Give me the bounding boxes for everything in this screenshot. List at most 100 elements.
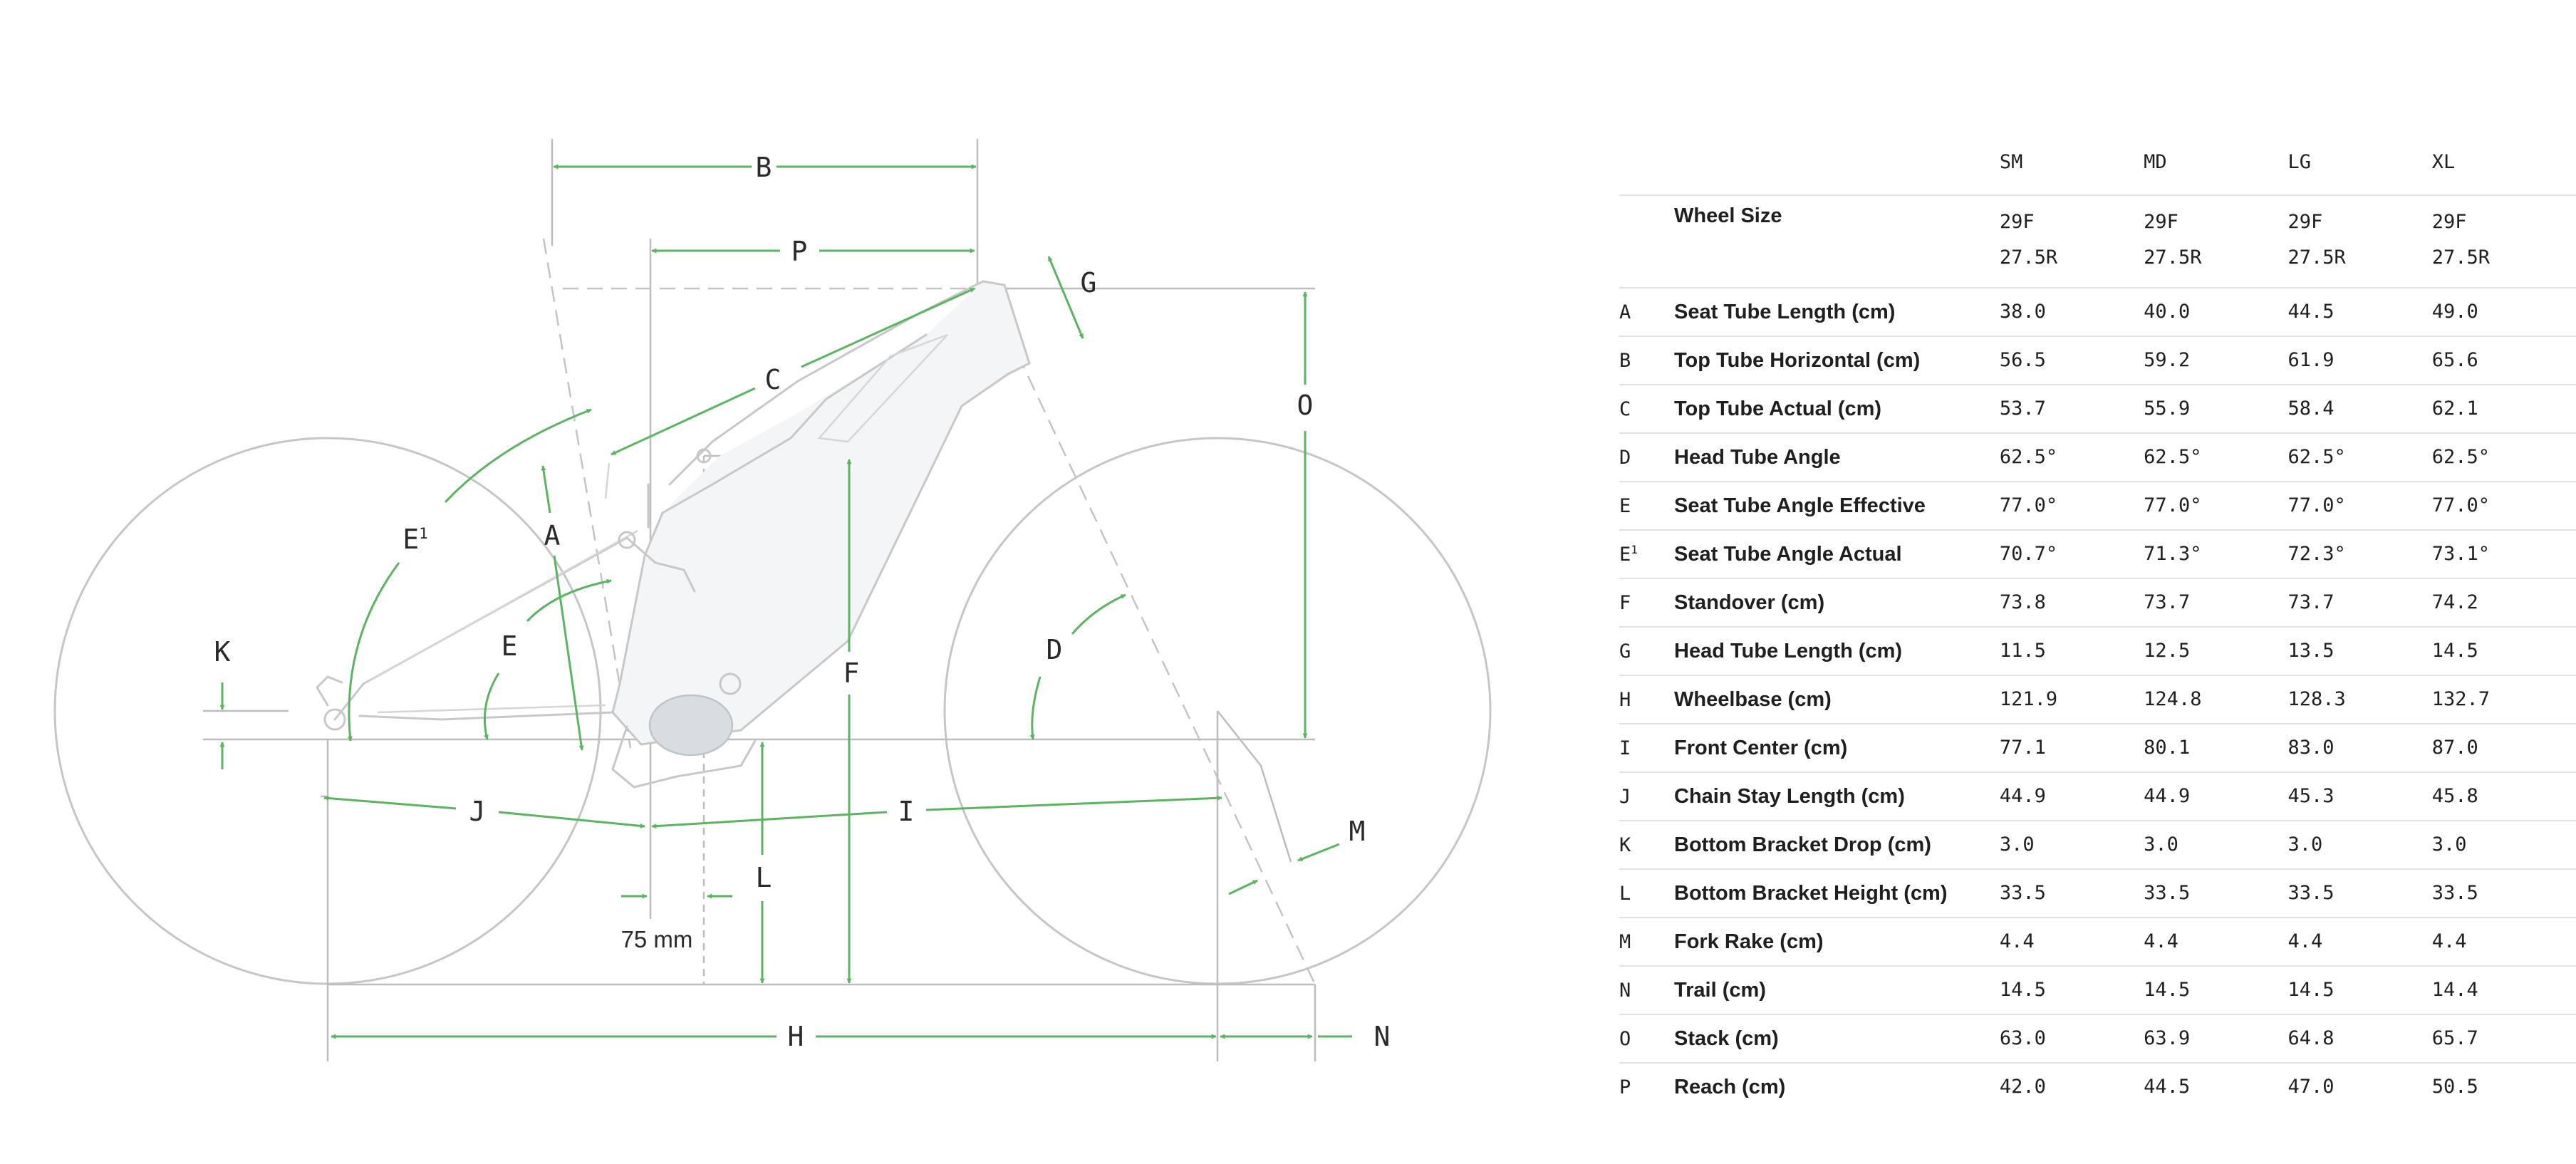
param-value: 12.5 <box>2144 640 2191 662</box>
param-value: 70.7° <box>1999 543 2058 565</box>
dim-label-h: H <box>788 1021 804 1052</box>
size-header-xl: XL <box>2431 151 2456 173</box>
bike-frame <box>316 280 1031 789</box>
param-value: 63.0 <box>1999 1027 2046 1049</box>
dimension-labels: B P C G O F A E1 E D K J I L M H N 75 mm <box>214 152 1391 1052</box>
param-value: 73.7 <box>2144 591 2191 613</box>
param-name: Seat Tube Angle Effective <box>1674 494 1926 517</box>
param-value: 128.3 <box>2287 688 2346 710</box>
param-name: Head Tube Length (cm) <box>1674 639 1903 662</box>
param-value: 62.5° <box>2287 446 2346 468</box>
dim-label-a: A <box>544 520 561 551</box>
param-value: 77.0° <box>2144 494 2202 516</box>
dim-label-b: B <box>756 152 772 183</box>
param-value: 13.5 <box>2287 640 2334 662</box>
param-letter: G <box>1619 640 1631 662</box>
param-name: Trail (cm) <box>1674 978 1766 1002</box>
dim-label-i: I <box>898 796 915 827</box>
param-value: 62.1 <box>2431 397 2478 420</box>
param-value: 56.5 <box>1999 349 2046 371</box>
param-value: 3.0 <box>2431 833 2467 856</box>
param-value: 44.5 <box>2287 301 2334 323</box>
size-header-md: MD <box>2144 151 2167 173</box>
param-value: 62.5° <box>2144 446 2202 468</box>
dim-label-g: G <box>1081 267 1097 298</box>
param-value: 77.0° <box>2431 494 2490 516</box>
param-name: Wheel Size <box>1674 204 1782 227</box>
param-value: 73.1° <box>2431 543 2490 565</box>
param-letter: H <box>1619 688 1631 711</box>
param-letter: A <box>1619 301 1631 323</box>
param-value: 40.0 <box>2144 301 2191 323</box>
param-value: 11.5 <box>1999 640 2046 662</box>
param-value: 62.5° <box>2431 446 2490 468</box>
bike-geometry-diagram: B P C G O F A E1 E D K J I L M H N 75 mm <box>53 139 1492 1061</box>
param-value: 3.0 <box>2144 833 2178 856</box>
param-value: 38.0 <box>1999 301 2046 323</box>
param-value: 77.1 <box>1999 737 2046 759</box>
param-value: 62.5° <box>1999 446 2058 468</box>
param-name: Top Tube Horizontal (cm) <box>1674 348 1921 372</box>
param-name: Top Tube Actual (cm) <box>1674 397 1882 420</box>
size-header-row: SM MD LG XL <box>1619 135 2576 195</box>
param-value: 53.7 <box>1999 397 2046 420</box>
param-value: 63.9 <box>2144 1027 2191 1049</box>
param-letter: P <box>1619 1076 1631 1098</box>
dim-label-o: O <box>1297 390 1314 421</box>
param-value: 3.0 <box>2287 833 2323 856</box>
param-value: 3.0 <box>1999 833 2035 856</box>
dim-label-k: K <box>214 636 231 667</box>
param-value: 4.4 <box>2287 930 2323 952</box>
param-name: Seat Tube Angle Actual <box>1674 542 1902 566</box>
param-value: 77.0° <box>1999 494 2058 516</box>
param-value: 44.9 <box>1999 785 2046 807</box>
param-value: 4.4 <box>2144 930 2178 952</box>
dim-label-e1: E1 <box>402 524 428 555</box>
param-name: Wheelbase (cm) <box>1674 687 1832 711</box>
dim-label-l: L <box>756 862 772 893</box>
dim-label-m: M <box>1349 816 1366 847</box>
param-value: 59.2 <box>2144 349 2191 371</box>
dim-label-d: D <box>1046 634 1063 665</box>
param-value: 49.0 <box>2431 301 2478 323</box>
param-value: 33.5 <box>2431 882 2478 904</box>
dimension-lines <box>219 164 1352 1039</box>
param-value: 72.3° <box>2287 543 2346 565</box>
param-value: 33.5 <box>2287 882 2334 904</box>
param-letter: M <box>1619 930 1631 953</box>
param-letter: E <box>1619 494 1631 517</box>
param-value: 83.0 <box>2287 737 2334 759</box>
param-name: Chain Stay Length (cm) <box>1674 784 1905 808</box>
param-letter: O <box>1619 1027 1631 1050</box>
param-value: 132.7 <box>2431 688 2490 710</box>
param-letter: F <box>1619 591 1631 614</box>
param-value: 80.1 <box>2144 737 2191 759</box>
param-value: 14.5 <box>2431 640 2478 662</box>
dim-label-p: P <box>791 236 808 267</box>
dim-label-f: F <box>843 658 860 689</box>
param-value: 65.7 <box>2431 1027 2478 1049</box>
size-header-sm: SM <box>1999 151 2023 173</box>
table-row: G Head Tube Length (cm) 11.5 12.5 13.5 14.5 <box>1619 626 2576 675</box>
dim-label-c: C <box>765 364 781 395</box>
size-header-lg: LG <box>2287 151 2311 173</box>
param-letter: J <box>1619 785 1631 808</box>
param-letter: D <box>1619 446 1631 469</box>
dim-label-n: N <box>1374 1021 1391 1052</box>
param-name: Standover (cm) <box>1674 591 1825 614</box>
param-value: 45.8 <box>2431 785 2478 807</box>
param-value: 4.4 <box>1999 930 2035 952</box>
param-value: 47.0 <box>2287 1076 2334 1098</box>
